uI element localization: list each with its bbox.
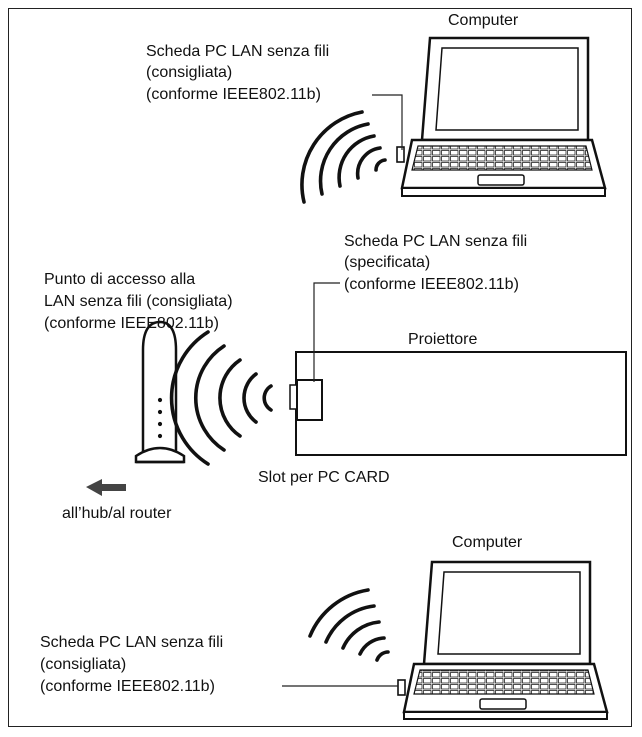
- access-point-label-line2: LAN senza fili (consigliata): [44, 293, 233, 310]
- projector-title: Proiettore: [408, 331, 478, 348]
- wireless-waves-icon: [308, 588, 390, 662]
- bottom-computer-title: Computer: [452, 534, 523, 551]
- projector-card-label-line1: Scheda PC LAN senza fili: [344, 233, 528, 250]
- top-computer-title: Computer: [448, 12, 519, 29]
- pc-card-icon: [289, 379, 323, 421]
- slot-label: Slot per PC CARD: [258, 469, 390, 486]
- top-card-label-line1: Scheda PC LAN senza fili: [146, 43, 330, 60]
- wireless-waves-icon: [300, 110, 387, 204]
- bottom-card-label-line3: (conforme IEEE802.11b): [40, 678, 215, 695]
- top-laptop-icon: [396, 36, 607, 197]
- projector-card-label-line3: (conforme IEEE802.11b): [344, 276, 519, 293]
- top-card-label-line3: (conforme IEEE802.11b): [146, 86, 321, 103]
- access-point-icon: [134, 320, 186, 464]
- wireless-waves-icon: [169, 330, 273, 466]
- router-label: all’hub/al router: [62, 505, 172, 522]
- projector-card-leader: [313, 282, 340, 382]
- arrow-left-icon: [86, 479, 126, 496]
- access-point-label-line3: (conforme IEEE802.11b): [44, 315, 219, 332]
- diagram-frame: [8, 8, 632, 727]
- top-card-label-line2: (consigliata): [146, 64, 233, 81]
- projector-icon: [295, 351, 627, 456]
- bottom-card-label-line2: (consigliata): [40, 656, 127, 673]
- bottom-laptop-icon: [397, 560, 609, 720]
- projector-card-label-line2: (specificata): [344, 254, 431, 271]
- top-card-leader: [372, 94, 403, 150]
- bottom-card-label-line1: Scheda PC LAN senza fili: [40, 634, 224, 651]
- access-point-label-line1: Punto di accesso alla: [44, 271, 196, 288]
